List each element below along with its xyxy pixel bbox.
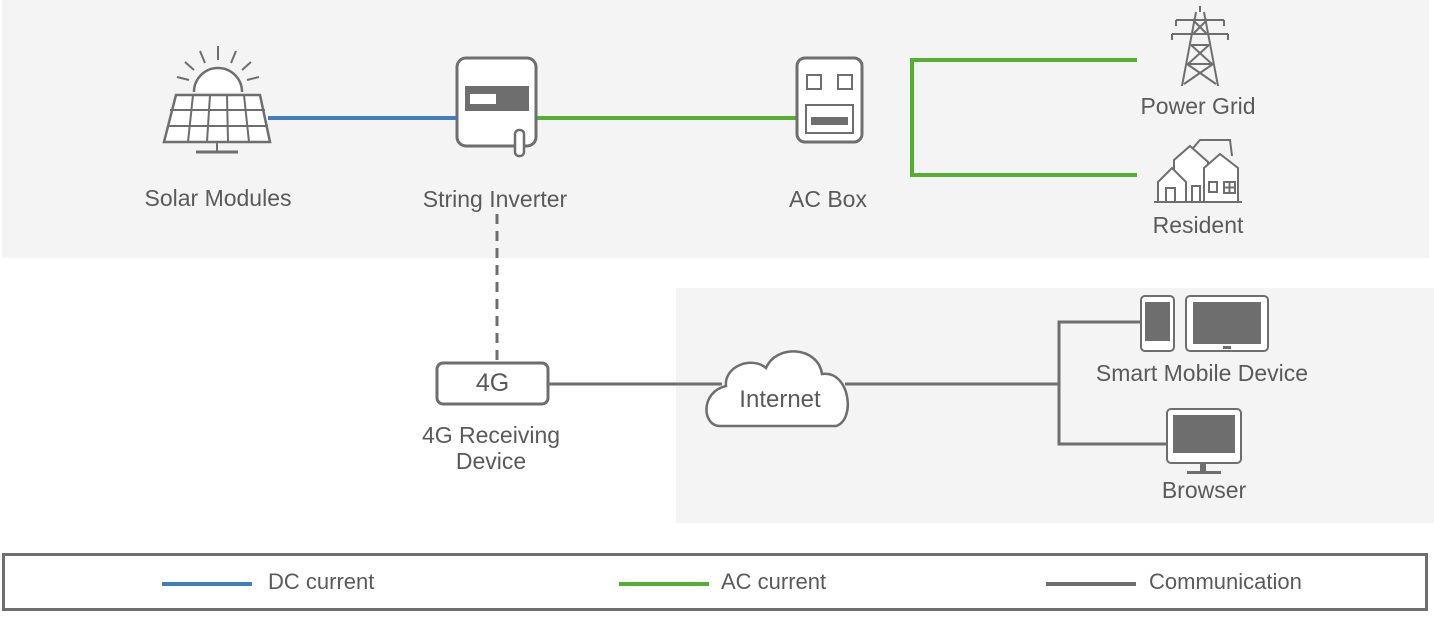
4g-receiver-label-line2: Device — [455, 448, 527, 474]
4g-badge-text: 4G — [475, 369, 510, 397]
monitor-icon — [1166, 408, 1242, 474]
inverter-icon — [455, 56, 538, 158]
phone-tablet-icon — [1140, 295, 1269, 352]
ac-box-icon — [795, 56, 864, 144]
legend-label-communication: Communication — [1149, 569, 1302, 594]
legend-label-dc: DC current — [268, 569, 375, 594]
ac-box-label: AC Box — [789, 186, 867, 212]
ac-line-to-grid-and-resident — [910, 58, 1137, 177]
solar-modules-label: Solar Modules — [144, 185, 292, 211]
houses-icon — [1154, 139, 1242, 203]
smart-mobile-device-label: Smart Mobile Device — [1095, 360, 1309, 386]
string-inverter-label: String Inverter — [422, 186, 568, 212]
power-tower-icon — [1171, 6, 1229, 87]
4g-receiver-label-line1: 4G Receiving — [421, 422, 561, 448]
power-grid-label: Power Grid — [1140, 93, 1256, 119]
comm-branch — [1057, 320, 1168, 446]
legend-swatch-dc — [162, 582, 252, 586]
legend-swatch-communication — [1046, 582, 1136, 586]
legend-swatch-ac — [619, 582, 709, 586]
solar-panel-icon — [162, 46, 272, 154]
4g-receiver-box — [435, 361, 550, 406]
browser-label: Browser — [1161, 477, 1247, 503]
legend: DC current AC current Communication — [2, 553, 1428, 611]
resident-label: Resident — [1152, 212, 1244, 238]
legend-label-ac: AC current — [721, 569, 827, 594]
cloud-icon — [705, 350, 850, 428]
internet-label: Internet — [739, 386, 821, 413]
